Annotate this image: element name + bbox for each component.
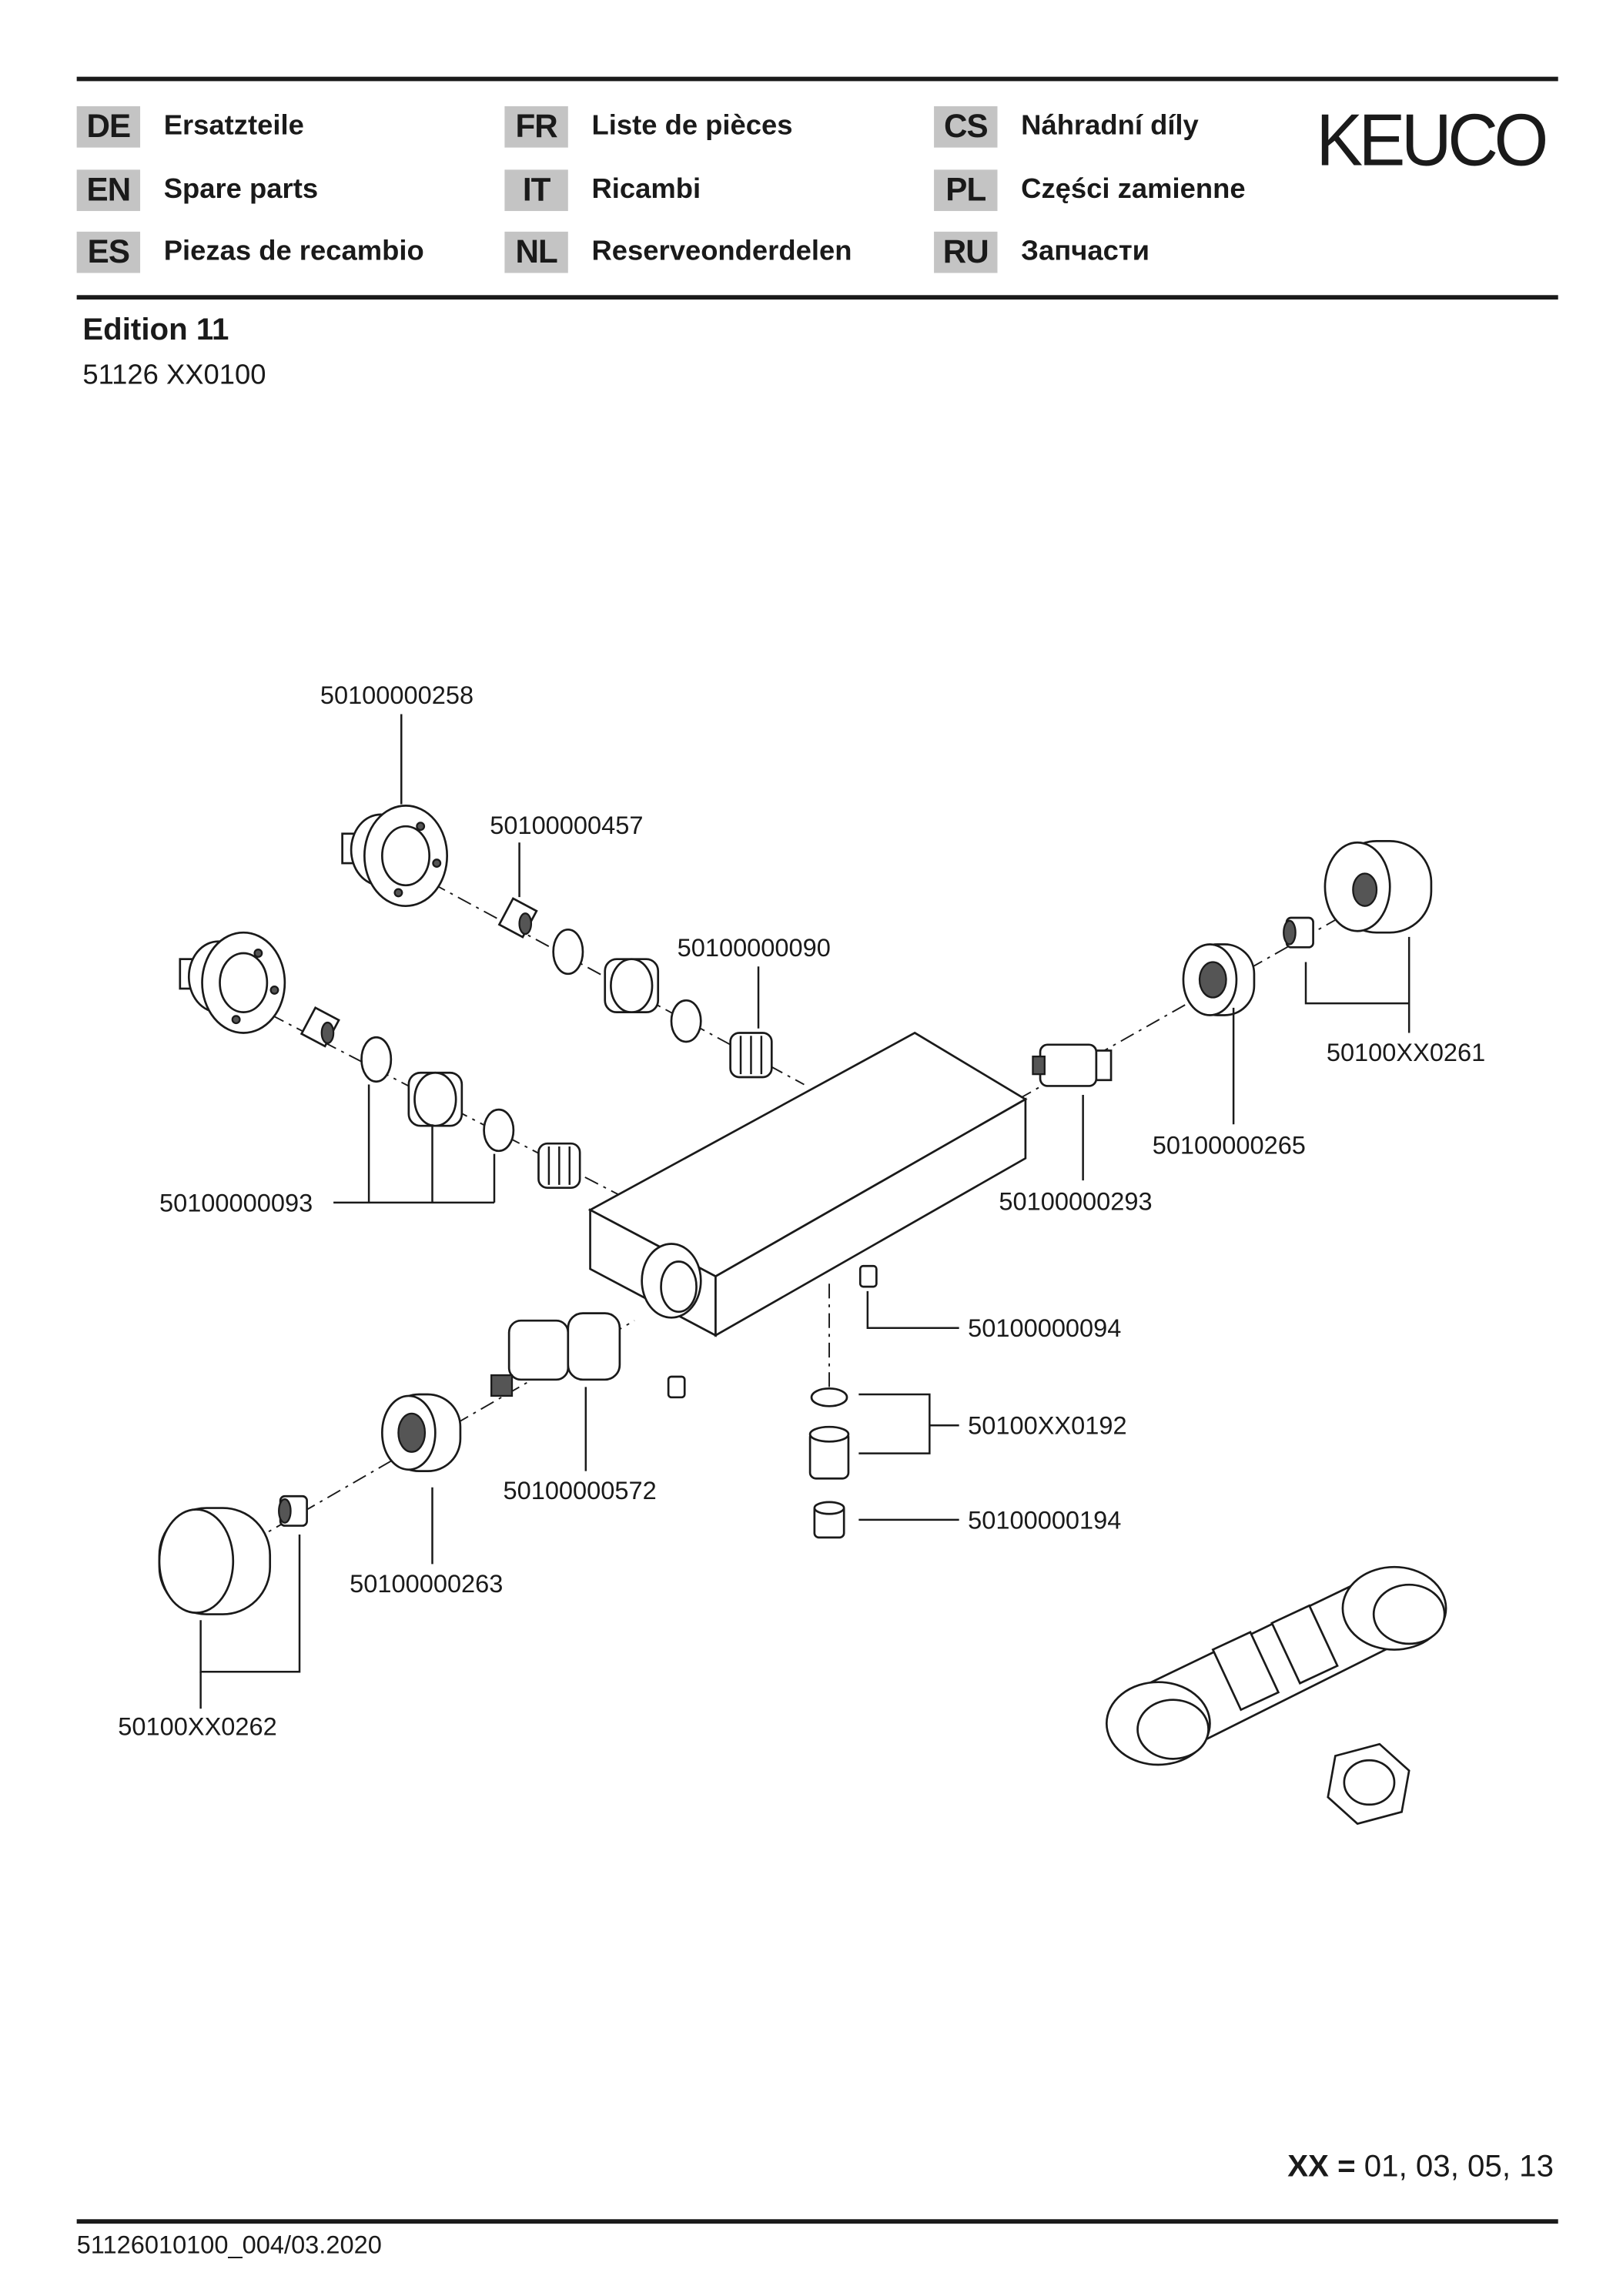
lang-cs: CS Náhradní díly	[934, 105, 1199, 148]
lang-es: ES Piezas de recambio	[76, 231, 424, 273]
o-ring	[670, 999, 702, 1043]
lang-label: Piezas de recambio	[163, 236, 424, 267]
check-valve-left	[300, 1006, 340, 1048]
lang-it: IT Ricambi	[504, 169, 701, 212]
knob-right	[1323, 840, 1433, 934]
part-label-258: 50100000258	[320, 681, 474, 709]
cap-left	[381, 1393, 462, 1472]
filter-top	[729, 1032, 773, 1079]
lang-label: Náhradní díly	[1021, 110, 1199, 142]
part-label-262: 50100XX0262	[118, 1713, 276, 1741]
cartridge-right	[1032, 1043, 1113, 1087]
lang-code: RU	[934, 231, 998, 273]
lang-de: DE Ersatzteile	[76, 105, 304, 148]
part-label-457: 50100000457	[490, 812, 643, 839]
lang-fr: FR Liste de pièces	[504, 105, 793, 148]
leader-lines	[199, 714, 1411, 1709]
part-label-194: 50100000194	[968, 1506, 1121, 1534]
part-label-261: 50100XX0261	[1327, 1039, 1485, 1066]
lang-code: ES	[76, 231, 141, 273]
lang-nl: NL Reserveonderdelen	[504, 231, 852, 273]
lang-ru: RU Запчасти	[934, 231, 1150, 273]
sleeve	[813, 1501, 845, 1539]
thermostatic-cartridge	[490, 1312, 621, 1397]
lang-label: Ricambi	[591, 174, 701, 206]
lang-pl: PL Części zamienne	[934, 169, 1246, 212]
header-top-rule	[76, 76, 1558, 81]
bushing-left	[407, 1071, 463, 1127]
filter-left	[537, 1142, 581, 1190]
o-ring	[483, 1108, 515, 1153]
variant-values: 01, 03, 05, 13	[1364, 2150, 1554, 2184]
lang-label: Reserveonderdelen	[591, 236, 852, 267]
product-name: Edition 11	[82, 313, 229, 347]
part-label-094: 50100000094	[968, 1314, 1121, 1342]
connection-flange-left	[179, 931, 286, 1034]
bushing-top	[604, 958, 660, 1013]
lang-code: DE	[76, 105, 141, 148]
nipple	[808, 1425, 850, 1480]
spline-adapter-left	[278, 1494, 308, 1527]
header-bottom-rule	[76, 295, 1558, 300]
o-ring	[552, 928, 584, 976]
o-ring-bottom	[810, 1387, 848, 1407]
lang-label: Ersatzteile	[163, 110, 304, 142]
mounting-bracket	[1105, 1565, 1447, 1766]
hex-nut	[1327, 1742, 1411, 1826]
lang-label: Liste de pièces	[591, 110, 793, 142]
part-label-572: 50100000572	[503, 1477, 656, 1504]
part-label-265: 50100000265	[1153, 1132, 1306, 1160]
check-valve-top	[497, 897, 538, 939]
part-label-090: 50100000090	[678, 934, 831, 962]
variant-label: XX =	[1287, 2150, 1356, 2184]
spline-adapter-right	[1283, 916, 1314, 949]
connection-flange-top	[341, 805, 449, 908]
knob-left	[158, 1507, 272, 1615]
lang-code: FR	[504, 105, 568, 148]
lang-label: Запчасти	[1021, 236, 1150, 267]
part-label-293: 50100000293	[999, 1187, 1152, 1215]
lang-code: EN	[76, 169, 141, 212]
grub-screw	[667, 1375, 686, 1399]
lang-code: NL	[504, 231, 568, 273]
footer-rule	[76, 2219, 1558, 2224]
variant-legend: XX = 01, 03, 05, 13	[1287, 2150, 1554, 2185]
part-label-093: 50100000093	[159, 1189, 313, 1217]
document-id: 51126010100_004/03.2020	[76, 2231, 382, 2260]
cap-right	[1182, 943, 1256, 1016]
lang-code: PL	[934, 169, 998, 212]
article-number: 51126 XX0100	[82, 360, 266, 391]
o-ring	[360, 1036, 393, 1083]
lang-code: IT	[504, 169, 568, 212]
lang-label: Części zamienne	[1021, 174, 1246, 206]
lang-en: EN Spare parts	[76, 169, 319, 212]
part-label-192: 50100XX0192	[968, 1412, 1126, 1440]
lang-label: Spare parts	[163, 174, 319, 206]
keuco-logo: KEUCO	[1316, 99, 1548, 182]
thermostat-body	[587, 1031, 1028, 1337]
grub-screw	[858, 1264, 878, 1288]
lang-code: CS	[934, 105, 998, 148]
part-label-263: 50100000263	[350, 1570, 503, 1598]
